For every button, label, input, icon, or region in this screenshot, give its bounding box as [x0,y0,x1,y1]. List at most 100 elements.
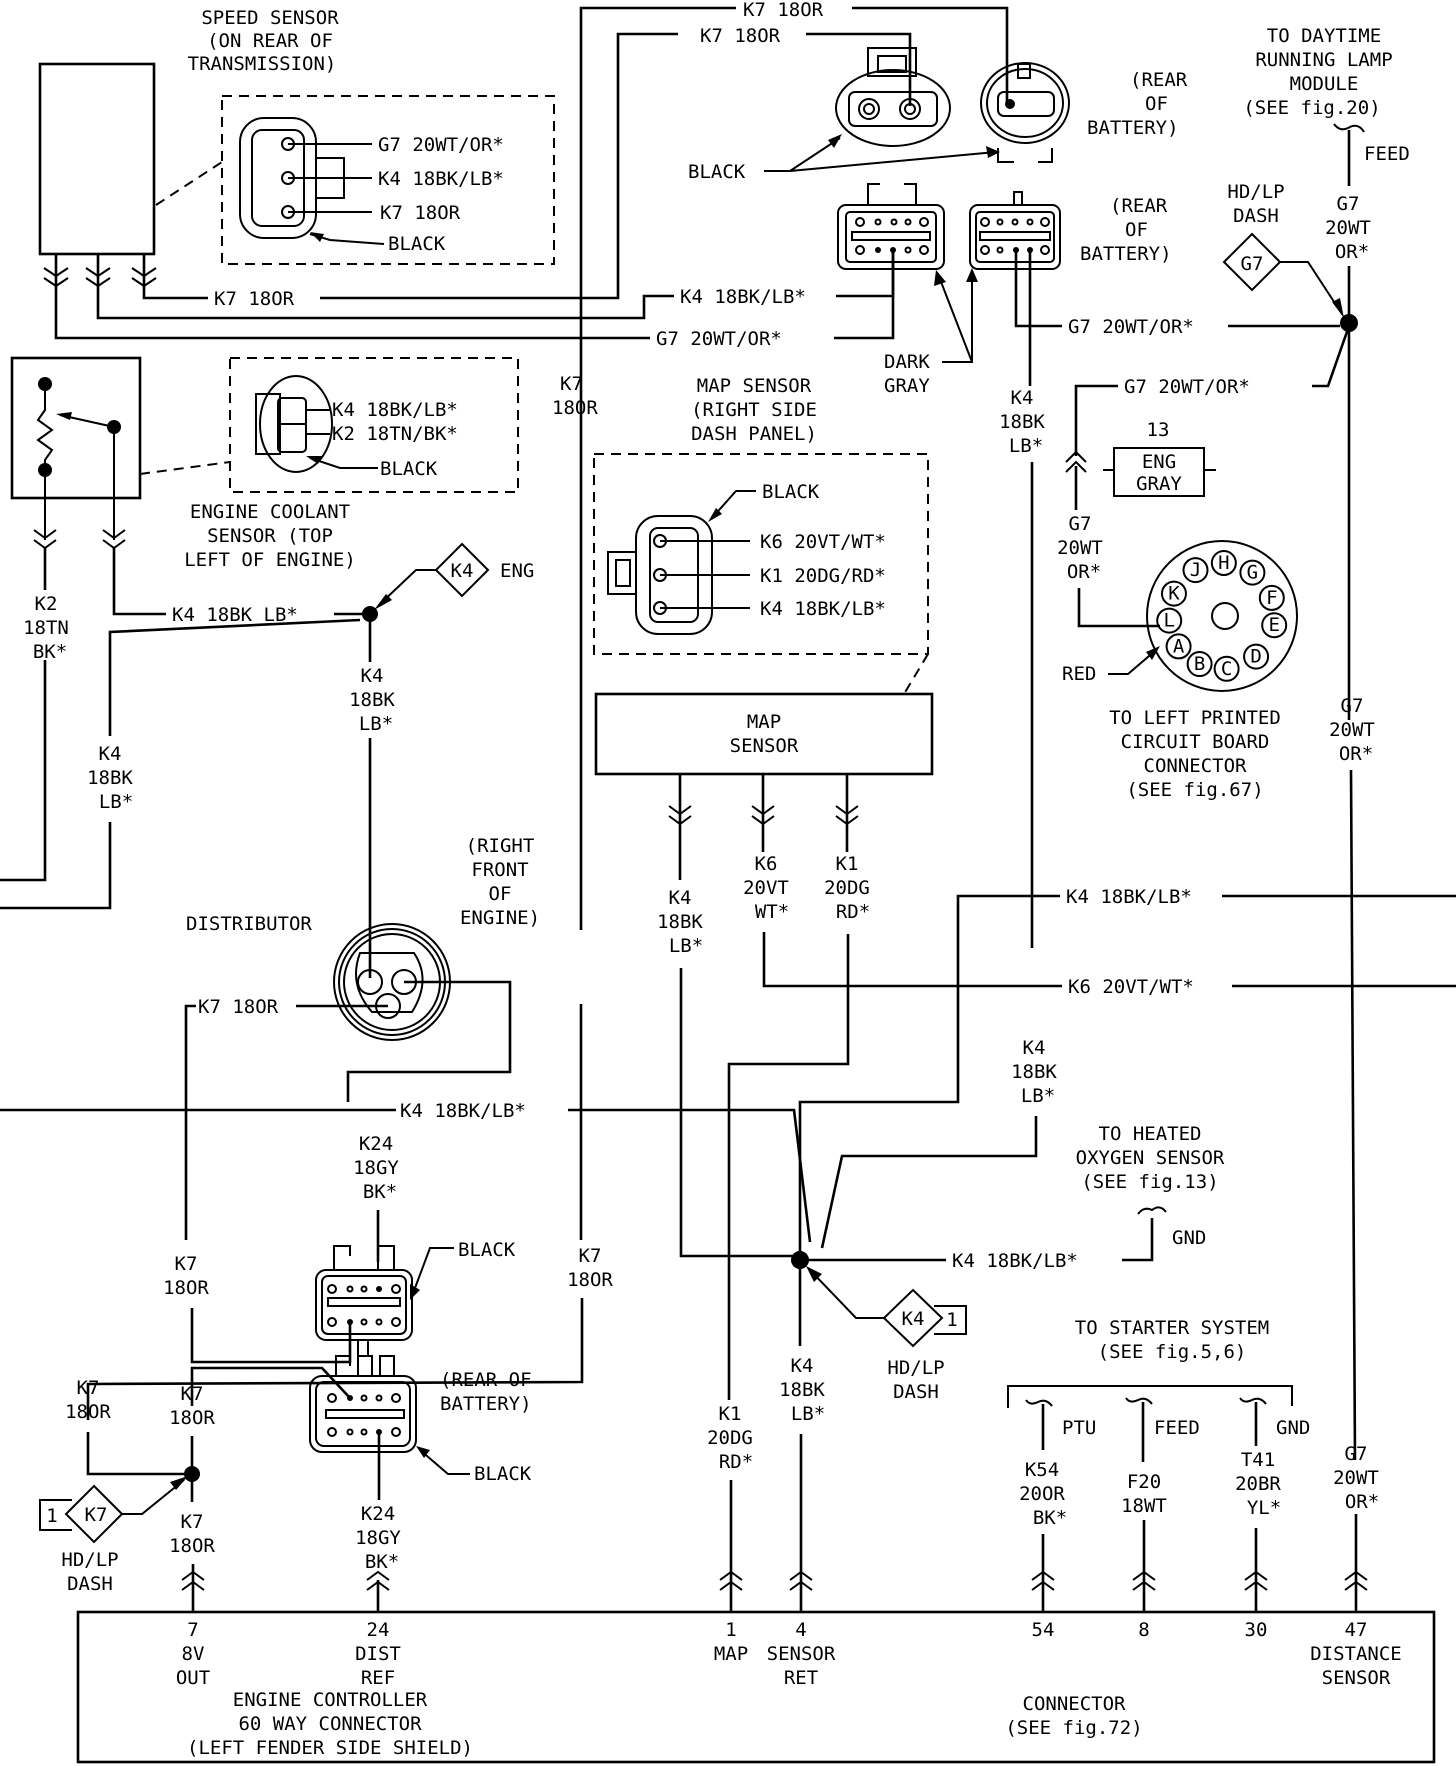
pcb-pin-f[interactable] [1258,584,1285,611]
splice-k4-dash[interactable]: K4 1 HD/LP DASH [806,1266,967,1403]
location-label: (RIGHT [466,835,535,857]
wire-k2[interactable] [0,660,47,882]
wire-k7[interactable] [184,1004,196,1240]
eng-gray-box [1113,447,1205,497]
connector-color-label: BLACK [458,1239,516,1261]
splice-k7-dash[interactable]: K7 1 HD/LP DASH [39,1476,188,1595]
splice-label: DASH [67,1573,113,1595]
splice-k4-eng[interactable]: K4 ENG [374,542,534,610]
connector-black-round[interactable] [835,69,951,147]
pcb-pin-c[interactable] [1213,655,1240,682]
tap-label: GND [1276,1417,1310,1439]
chevron-icon [181,1580,205,1591]
wire-g7[interactable] [834,248,895,340]
coolant-connector[interactable] [259,375,333,473]
wire-label: 18OR [567,1269,613,1291]
wire-g7[interactable] [1014,250,1062,328]
wire-k7[interactable] [190,1366,351,1406]
chevron-icon [1132,1570,1156,1581]
wire-k7[interactable] [320,32,678,300]
chevron-icon [1031,1580,1055,1591]
pcb-connector-body[interactable] [1146,540,1298,692]
wire-k4[interactable] [96,254,674,320]
wire-label: K24 [361,1503,395,1525]
wire-label: K7 18OR [700,25,781,47]
wire-k1[interactable] [727,934,850,1400]
connector-black-oval[interactable] [980,62,1070,144]
black-connector-lower[interactable]: BLACK [315,1239,516,1357]
wire-g7[interactable] [1074,384,1118,456]
wire-k24[interactable] [346,980,512,1102]
splice-g7-dash[interactable]: HD/LP DASH G7 [1222,181,1344,318]
pcb-pin-b[interactable] [1186,651,1213,678]
wire-label: OR* [1339,743,1373,765]
splice-dot[interactable] [1340,314,1358,332]
pin-label: K4 18BK/LB* [332,399,458,421]
controller-pin-number: 4 [795,1619,806,1641]
connector-black[interactable] [309,1375,417,1453]
pcb-pin-d[interactable] [1243,643,1270,670]
wire-k4[interactable] [798,894,1060,1256]
controller-pin-name: DISTANCE [1310,1643,1402,1665]
pcb-pin-j[interactable] [1182,557,1209,584]
wire-label: 18OR [163,1277,209,1299]
wire-k4[interactable] [108,618,361,736]
wire-k4[interactable] [112,548,166,616]
location-label: OF [1125,219,1148,241]
wire-k4[interactable] [568,1108,812,1243]
wire-k4[interactable] [1122,1218,1154,1262]
wire-k4[interactable] [0,822,112,910]
pin-label: K6 20VT/WT* [760,531,886,553]
rear-battery-connector-bottom[interactable]: (REAR OF BATTERY) BLACK [309,1355,532,1485]
wire-k7[interactable] [190,1308,352,1364]
pcb-pin-label: B [1194,653,1205,675]
wire-label: 18OR [552,397,598,419]
splice-label: HD/LP [61,1549,118,1571]
wire-label: T41 [1241,1449,1275,1471]
eng-gray-connector[interactable]: 13 ENG GRAY [1065,419,1216,510]
wire-label: LB* [99,791,133,813]
pcb-pin-e[interactable] [1261,612,1288,639]
wire-label: K4 [361,665,384,687]
splice-label: DASH [893,1381,939,1403]
wire-k7[interactable] [579,6,736,930]
wire-label: G7 [1341,695,1364,717]
wire-k4[interactable] [679,968,800,1258]
map-sensor[interactable]: MAP SENSOR (RIGHT SIDE DASH PANEL) K6 20… [593,375,934,826]
wire-k6[interactable] [762,932,1062,988]
wire-label: 20BR [1235,1473,1281,1495]
wire-k4[interactable] [836,248,895,298]
location-label: BATTERY) [440,1393,532,1415]
wire-k7[interactable] [806,32,912,106]
wire-k7[interactable] [86,1432,192,1476]
speed-sensor[interactable]: SPEED SENSOR (ON REAR OF TRANSMISSION) G… [38,7,555,288]
coolant-sensor[interactable]: K4 18BK/LB* K2 18TN/BK* BLACK ENGINE COO… [10,356,519,571]
wire-g7[interactable] [1077,588,1160,628]
splice-dot[interactable] [184,1466,200,1482]
wire-label: K24 [359,1133,393,1155]
wire-k7[interactable] [142,254,208,300]
pcb-pin-g[interactable] [1239,559,1266,586]
wire-label: K6 [755,853,778,875]
tap-label: PTU [1062,1417,1096,1439]
coolant-sensor-body [10,356,142,500]
pcb-pin-a[interactable] [1165,633,1192,660]
wire-label: K1 [719,1403,742,1425]
pcb-pin-k[interactable] [1160,580,1187,607]
distributor[interactable]: DISTRIBUTOR (RIGHT FRONT OF ENGINE) [186,835,540,1041]
pcb-pin-h[interactable] [1210,550,1237,577]
wire-label: LB* [791,1403,825,1425]
wire-g7[interactable] [54,254,650,340]
wire-label: K4 18BK/LB* [952,1250,1078,1272]
wire-label: LB* [669,935,703,957]
wire-g7[interactable] [1312,325,1351,388]
connector-dark-gray-left[interactable] [837,204,945,270]
rear-battery-connectors-top[interactable]: (REAR OF BATTERY) BLACK [688,47,1188,183]
rear-battery-connectors-mid[interactable]: (REAR OF BATTERY) DARK GRAY [837,183,1172,397]
wire-k4[interactable] [820,1116,1038,1249]
wire-g7[interactable] [1349,769,1357,1461]
controller-pin-name: 8V [182,1643,205,1665]
pcb-pin-l[interactable] [1156,607,1183,634]
